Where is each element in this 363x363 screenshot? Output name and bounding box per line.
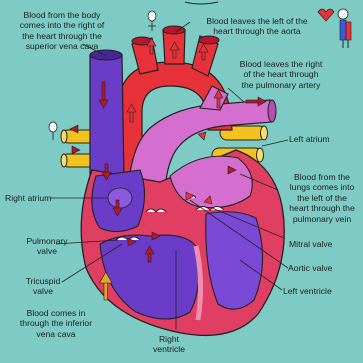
mitral-valve-label: Mitral valve [289,239,332,249]
left-atrium-label: Left atrium [289,134,330,144]
left-ventricle-chamber [206,212,263,309]
left-ventricle-label: Left ventricle [283,286,332,296]
top-decor-line [185,2,218,4]
figure-left-mid-icon [49,122,57,140]
superior-vena-cava [90,50,124,180]
right-atrium-label: Right atrium [5,193,51,203]
aortic-valve-label: Aortic valve [288,263,332,273]
figure-left-top-icon [148,11,156,31]
